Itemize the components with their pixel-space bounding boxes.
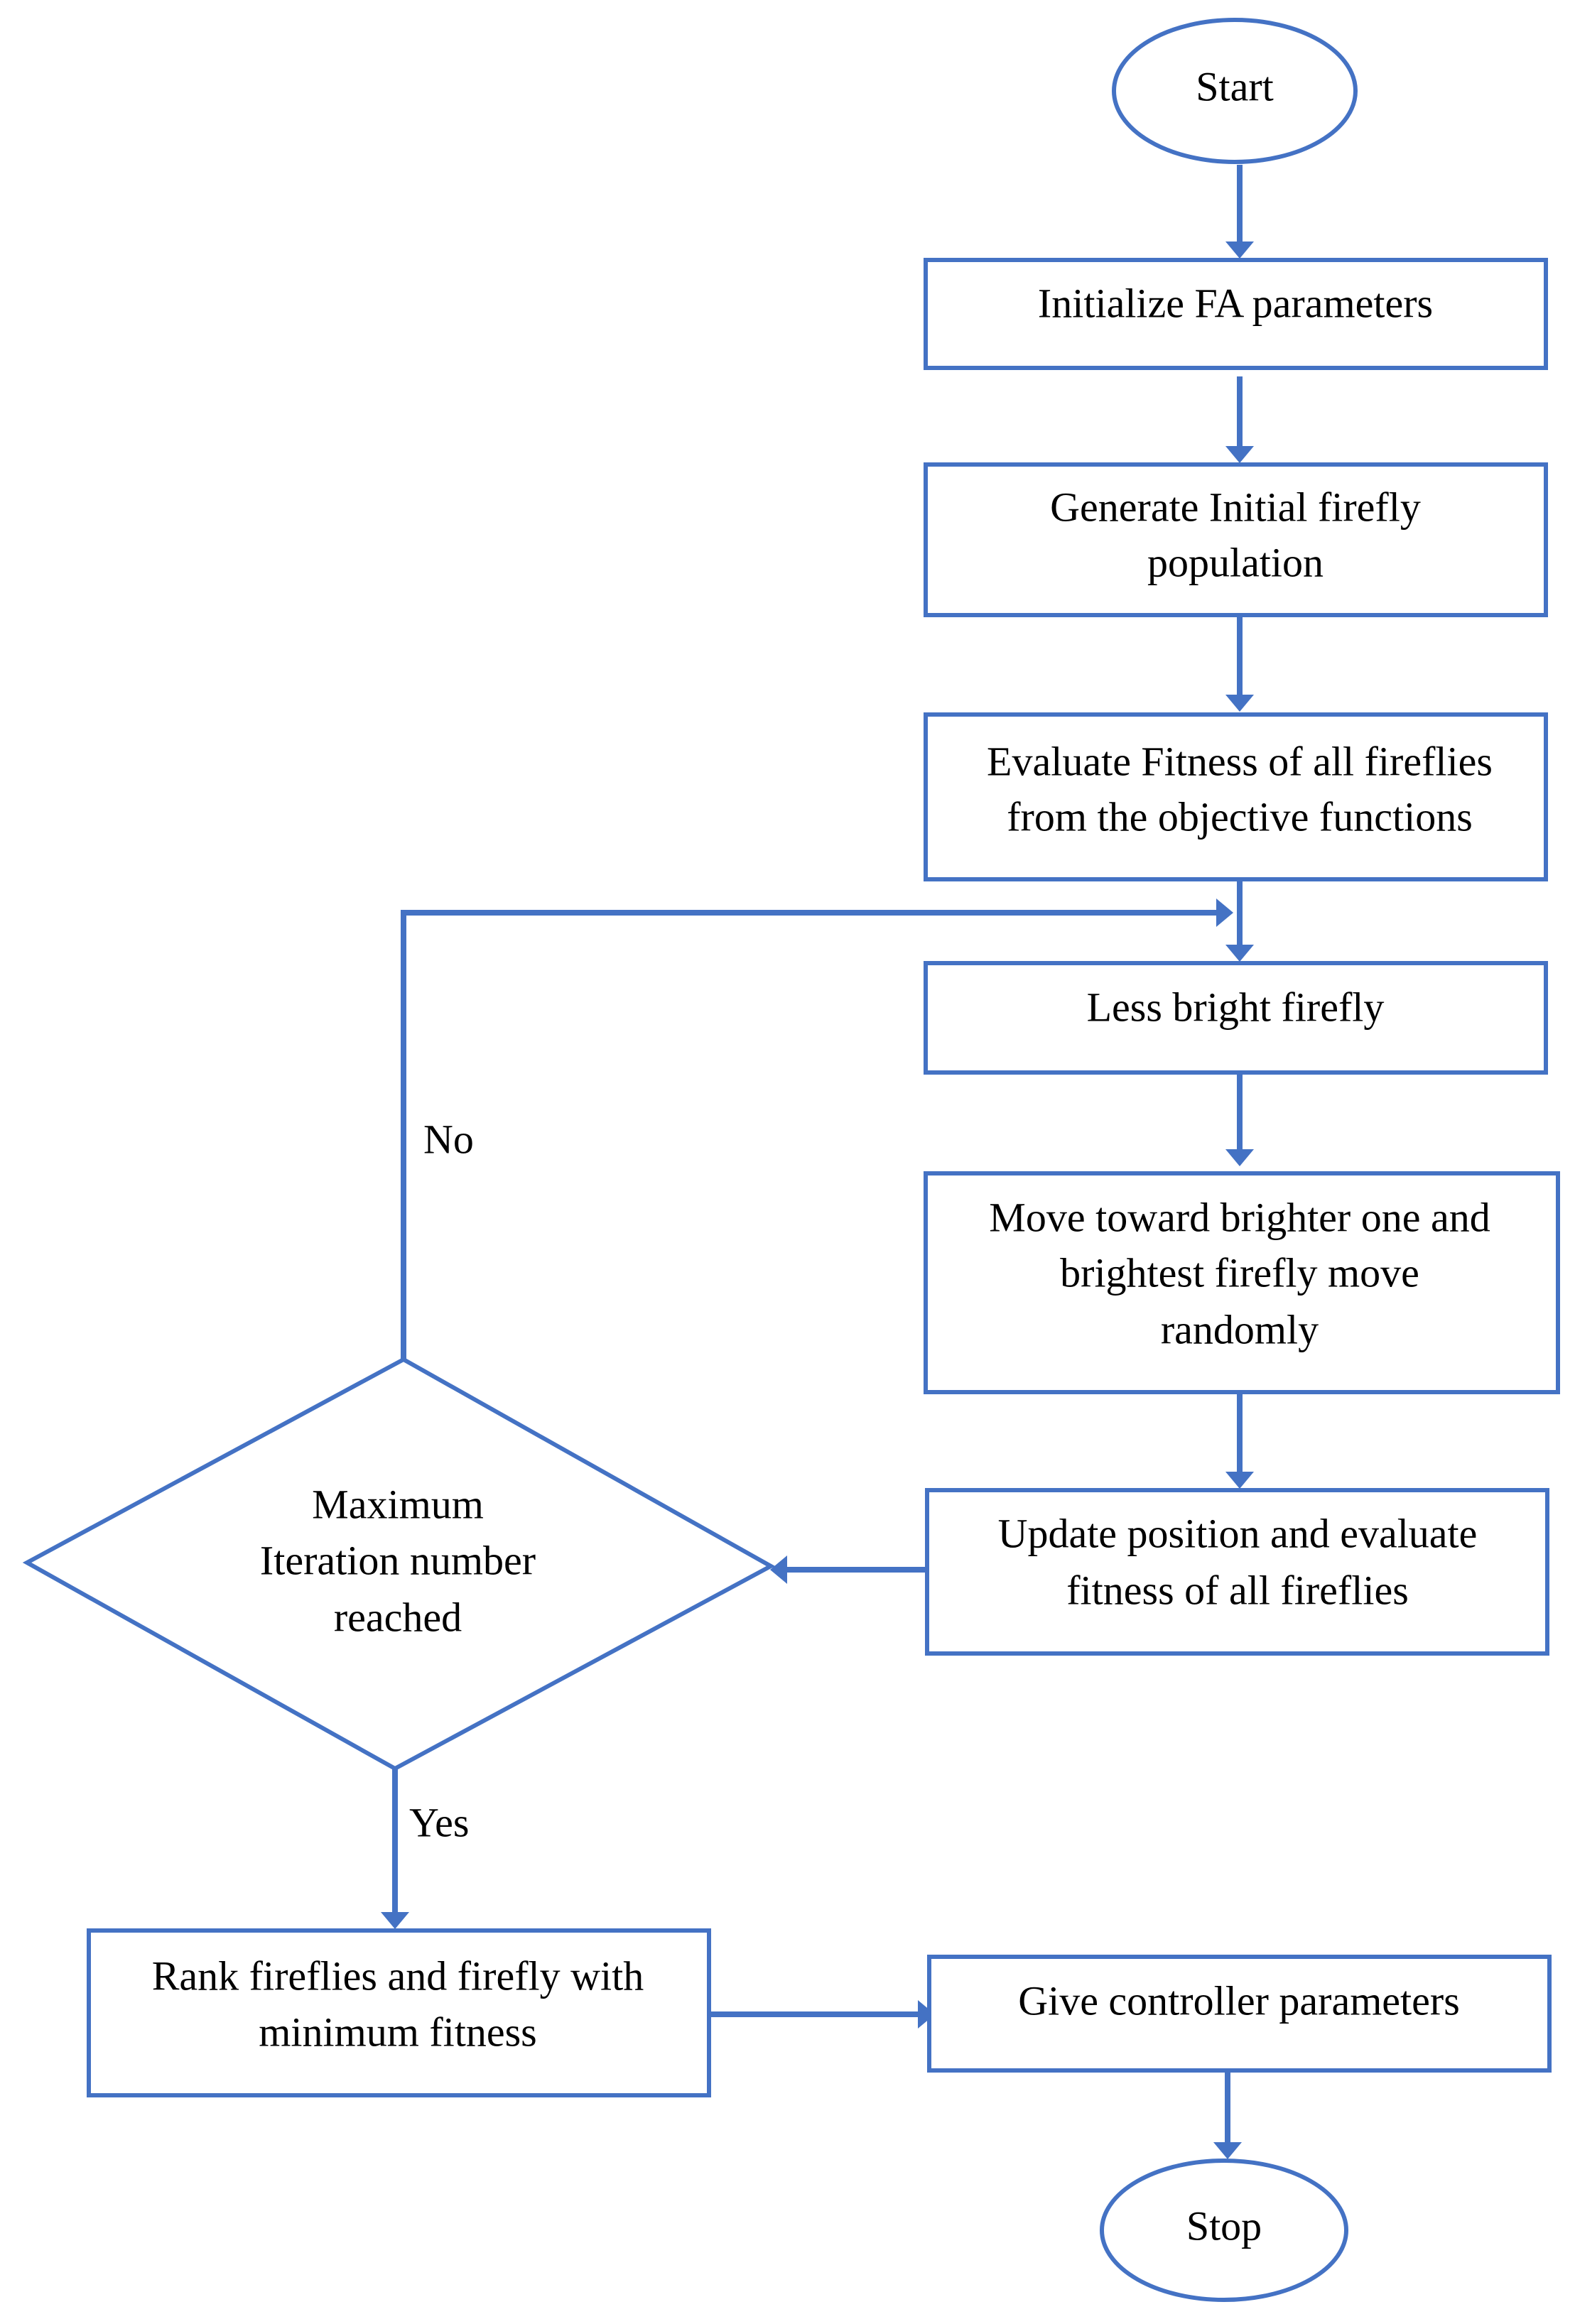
edge-decision-no-loop <box>401 910 1225 1359</box>
generate-label-line1: Generate Initial firefly <box>1050 484 1421 530</box>
update-box <box>925 1488 1549 1656</box>
rank-box <box>87 1928 711 2097</box>
node-decision: Maximum Iteration number reached <box>22 1357 776 1771</box>
update-label-line2: fitness of all fireflies <box>1066 1567 1409 1613</box>
no-label: No <box>423 1116 474 1162</box>
decision-diamond <box>22 1357 776 1771</box>
arrowhead-decision <box>770 1555 787 1584</box>
node-start: Start <box>1112 18 1358 164</box>
move-label-line2: brightest firefly move <box>1060 1249 1419 1296</box>
arrowhead-generate <box>1225 446 1254 463</box>
node-init: Initialize FA parameters <box>924 258 1548 370</box>
node-move: Move toward brighter one and brightest f… <box>924 1171 1560 1394</box>
generate-box <box>924 462 1548 617</box>
move-label-line1: Move toward brighter one and <box>989 1194 1490 1240</box>
arrowhead-move <box>1225 1149 1254 1166</box>
less-bright-label: Less bright firefly <box>1087 984 1385 1030</box>
evaluate-label-line1: Evaluate Fitness of all fireflies <box>987 738 1493 784</box>
yes-label: Yes <box>409 1799 469 1845</box>
less-bright-box <box>924 961 1548 1075</box>
arrowhead-init <box>1225 241 1254 259</box>
start-ellipse <box>1112 18 1358 164</box>
give-label: Give controller parameters <box>1018 1977 1460 2024</box>
evaluate-label-line2: from the objective functions <box>1007 793 1473 840</box>
connectors <box>381 165 1254 2159</box>
arrowhead-evaluate <box>1225 695 1254 712</box>
arrowhead-give <box>918 2000 935 2029</box>
move-label-line3: randomly <box>1161 1306 1319 1352</box>
arrowhead-rank <box>381 1912 409 1929</box>
stop-ellipse <box>1100 2159 1348 2302</box>
update-label-line1: Update position and evaluate <box>998 1510 1478 1556</box>
start-label: Start <box>1196 63 1274 109</box>
decision-label-line2: Iteration number <box>260 1537 536 1583</box>
rank-label-line1: Rank fireflies and firefly with <box>152 1953 644 1999</box>
node-evaluate: Evaluate Fitness of all fireflies from t… <box>924 712 1548 881</box>
arrowhead-update <box>1225 1472 1254 1489</box>
node-less-bright: Less bright firefly <box>924 961 1548 1075</box>
init-label: Initialize FA parameters <box>1038 280 1433 326</box>
decision-label-line1: Maximum <box>312 1481 484 1527</box>
generate-label-line2: population <box>1147 539 1324 585</box>
node-update: Update position and evaluate fitness of … <box>925 1488 1549 1656</box>
arrowhead-less-bright <box>1225 945 1254 962</box>
node-generate: Generate Initial firefly population <box>924 462 1548 617</box>
node-stop: Stop <box>1100 2159 1348 2302</box>
node-give: Give controller parameters <box>927 1955 1552 2073</box>
arrowhead-stop <box>1213 2142 1242 2159</box>
init-box <box>924 258 1548 370</box>
decision-label-line3: reached <box>334 1594 462 1640</box>
move-box <box>924 1171 1560 1394</box>
rank-label-line2: minimum fitness <box>259 2009 537 2055</box>
arrowhead-loop <box>1216 898 1233 927</box>
evaluate-box <box>924 712 1548 881</box>
stop-label: Stop <box>1186 2203 1262 2249</box>
node-rank: Rank fireflies and firefly with minimum … <box>87 1928 711 2097</box>
give-box <box>927 1955 1552 2073</box>
